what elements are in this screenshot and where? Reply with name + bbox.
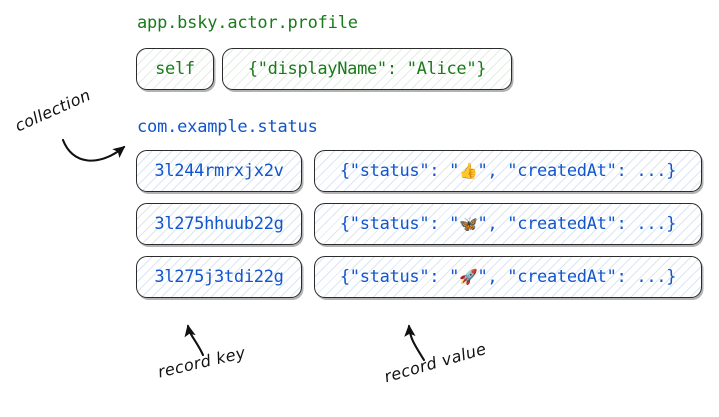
record-value-prefix: {"status": "	[339, 267, 460, 287]
status-emoji-thumbs-up-icon: 👍	[459, 161, 478, 180]
record-key-box[interactable]: 3l275hhuub22g	[136, 203, 302, 245]
record-value-suffix: ", "createdAt": ...}	[477, 161, 677, 181]
record-value-text: {"displayName": "Alice"}	[247, 59, 487, 79]
record-value-box[interactable]: {"status": "🚀", "createdAt": ...}	[314, 256, 702, 298]
record-key-box[interactable]: self	[136, 48, 214, 90]
status-emoji-rocket-icon: 🚀	[459, 267, 478, 286]
arrow-collection	[61, 138, 126, 162]
annotation-collection-label: collection	[12, 85, 94, 136]
record-value-prefix: {"status": "	[339, 214, 460, 234]
record-value-box[interactable]: {"displayName": "Alice"}	[222, 48, 512, 90]
record-value-box[interactable]: {"status": "👍", "createdAt": ...}	[314, 150, 702, 192]
collection-label-profile: app.bsky.actor.profile	[137, 13, 358, 33]
record-key-box[interactable]: 3l244rmrxjx2v	[136, 150, 302, 192]
arrow-record-value	[404, 324, 426, 362]
arrow-record-key	[184, 324, 205, 357]
record-value-prefix: {"status": "	[339, 161, 460, 181]
record-value-box[interactable]: {"status": "🦋", "createdAt": ...}	[314, 203, 702, 245]
collection-label-status: com.example.status	[137, 117, 318, 137]
annotation-record-value-label: record value	[382, 338, 489, 387]
status-emoji-butterfly-icon: 🦋	[459, 214, 478, 233]
record-value-suffix: ", "createdAt": ...}	[477, 214, 677, 234]
annotation-record-key-label: record key	[156, 342, 248, 382]
record-value-suffix: ", "createdAt": ...}	[477, 267, 677, 287]
record-key-box[interactable]: 3l275j3tdi22g	[136, 256, 302, 298]
